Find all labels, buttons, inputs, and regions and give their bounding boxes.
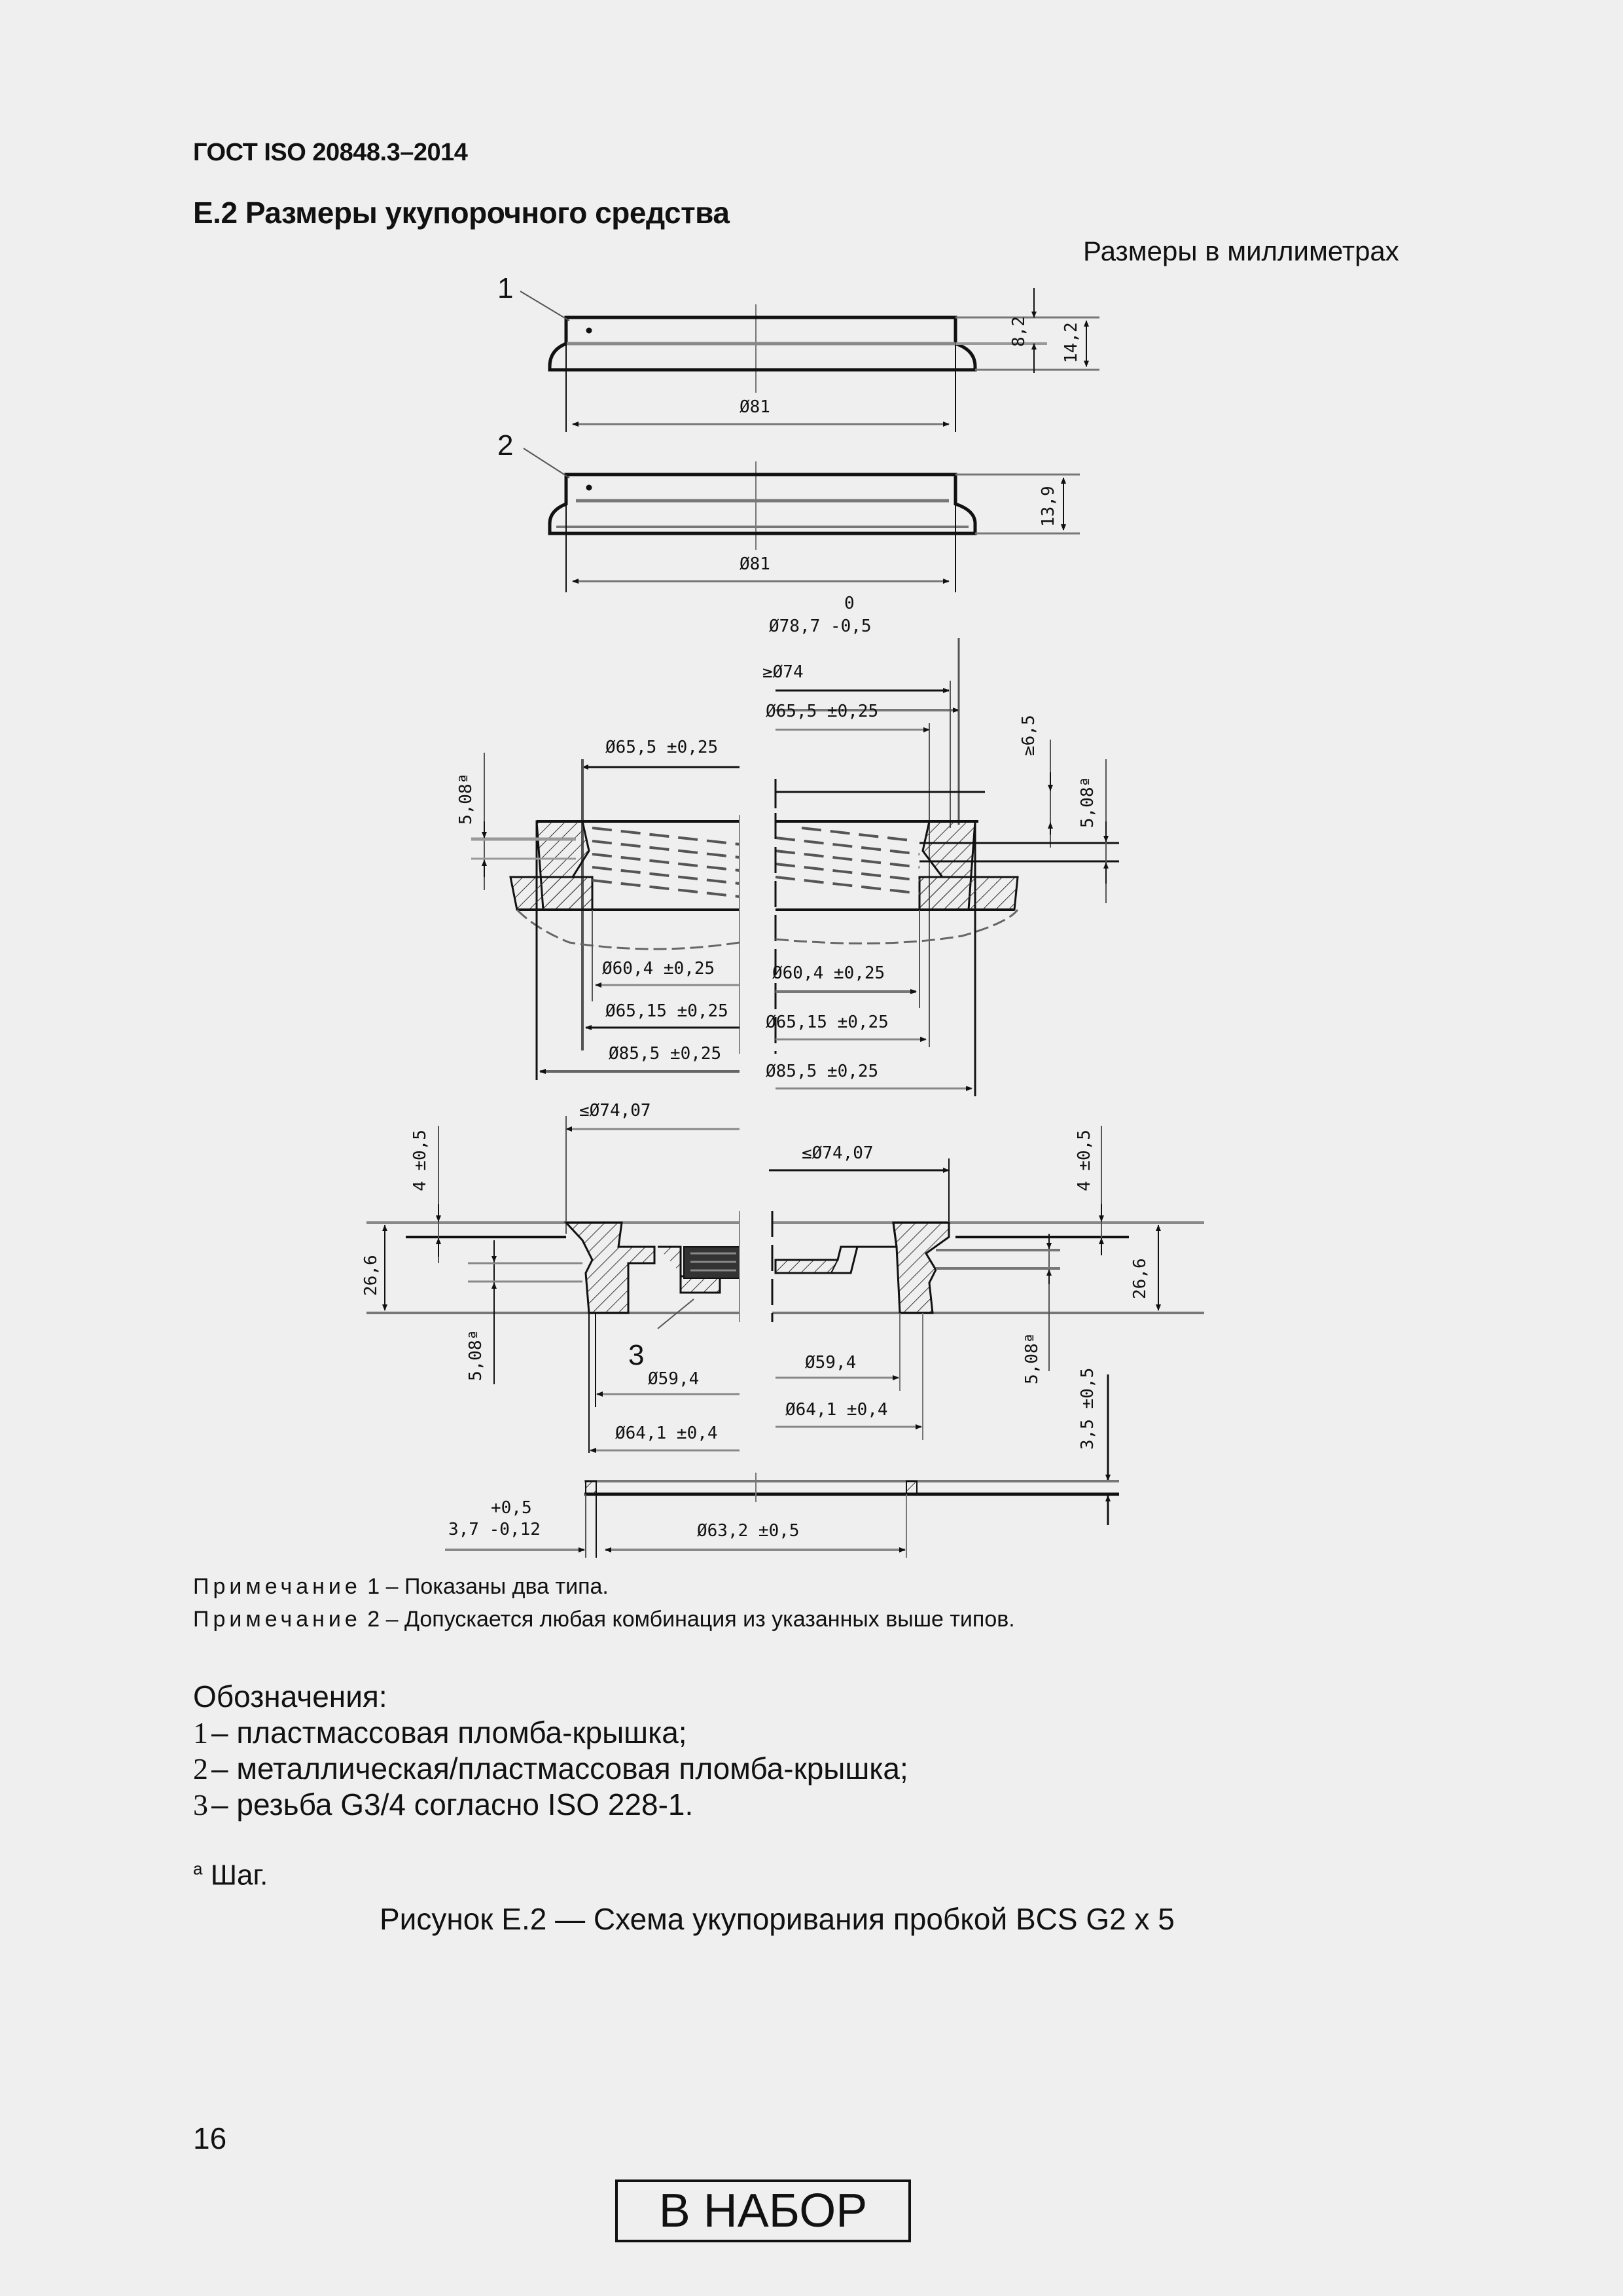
cap1-total-height-label: 14,2 — [1061, 322, 1081, 363]
cap-1-drawing — [520, 288, 1099, 432]
plug-h4-left-label: 4 ±0,5 — [410, 1130, 430, 1191]
neck-d65-5-right-label: Ø65,5 ±0,25 — [766, 702, 878, 721]
plug-d64-1-right-label: Ø64,1 ±0,4 — [785, 1400, 888, 1420]
plug-d64-1-left-label: Ø64,1 ±0,4 — [615, 1424, 718, 1443]
plug-h4-right-label: 4 ±0,5 — [1075, 1130, 1094, 1191]
neck-d60-4-left-label: Ø60,4 ±0,25 — [602, 959, 715, 978]
plug-le74-07-right-label: ≤Ø74,07 — [802, 1143, 874, 1163]
legend-item: 3– резьба G3/4 согласно ISO 228-1. — [193, 1787, 694, 1821]
callout-2: 2 — [497, 429, 513, 461]
section-title: Е.2 Размеры укупорочного средства — [193, 196, 730, 230]
plug-h26-6-right-label: 26,6 — [1130, 1258, 1150, 1299]
cap1-inner-height-label: 8,2 — [1009, 316, 1029, 347]
plug-d59-4-right-label: Ø59,4 — [805, 1353, 856, 1372]
plug-pitch-right-label: 5,08ª — [1022, 1333, 1042, 1384]
neck-d60-4-right-label: Ø60,4 ±0,25 — [772, 963, 885, 983]
neck-d65-5-left-label: Ø65,5 ±0,25 — [605, 738, 718, 757]
page-number: 16 — [193, 2121, 227, 2155]
callout-3: 3 — [628, 1339, 644, 1371]
units-note: Размеры в миллиметрах — [1083, 236, 1399, 266]
neck-ge74-label: ≥Ø74 — [762, 662, 804, 682]
cap-2-drawing — [523, 448, 1080, 592]
plug-d59-4-left-label: Ø59,4 — [648, 1369, 699, 1389]
neck-tol-upper: 0 — [844, 594, 855, 613]
plug-pitch-left-label: 5,08ª — [466, 1330, 486, 1381]
callout-1: 1 — [497, 272, 513, 304]
footnote: a Шаг. — [193, 1859, 268, 1892]
plug-drawing — [366, 1116, 1204, 1453]
legend-item: 2– металлическая/пластмассовая пломба-кр… — [193, 1751, 908, 1785]
neck-d65-15-right-label: Ø65,15 ±0,25 — [766, 1013, 889, 1032]
gasket-thickness-label: 3,7 -0,12 — [448, 1520, 541, 1539]
technical-drawing: 1 Ø81 8,2 14,2 2 Ø81 13,9 — [361, 272, 1204, 1558]
legend-item: 1– пластмассовая пломба-крышка; — [193, 1715, 687, 1749]
cap2-height-label: 13,9 — [1039, 486, 1058, 527]
legend-title: Обозначения: — [193, 1679, 387, 1713]
gasket-drawing — [445, 1374, 1119, 1558]
cap1-diameter-label: Ø81 — [740, 397, 770, 417]
neck-d85-5-right-label: Ø85,5 ±0,25 — [766, 1062, 878, 1081]
gasket-diameter-label: Ø63,2 ±0,5 — [697, 1521, 800, 1541]
neck-d78-7-label: Ø78,7 -0,5 — [769, 617, 872, 636]
plug-h26-6-left-label: 26,6 — [361, 1255, 381, 1296]
neck-pitch-left-label: 5,08ª — [456, 774, 476, 825]
neck-ge6-5-label: ≥6,5 — [1019, 715, 1039, 756]
neck-d85-5-left-label: Ø85,5 ±0,25 — [609, 1044, 721, 1064]
plug-h3-5-label: 3,5 ±0,5 — [1078, 1368, 1097, 1450]
plug-le74-07-left-label: ≤Ø74,07 — [579, 1101, 651, 1121]
cap2-diameter-label: Ø81 — [740, 554, 770, 574]
standard-header: ГОСТ ISO 20848.3–2014 — [193, 139, 468, 166]
neck-d65-15-left-label: Ø65,15 ±0,25 — [605, 1001, 728, 1021]
figure-caption: Рисунок Е.2 — Схема укупоривания пробкой… — [380, 1902, 1175, 1936]
gasket-tol-upper: +0,5 — [491, 1498, 532, 1518]
note-2: Примечание 2 – Допускается любая комбина… — [193, 1607, 1015, 1632]
neck-pitch-right-label: 5,08ª — [1078, 777, 1097, 828]
stamp-box: В НАБОР — [615, 2179, 911, 2242]
neck-drawing — [471, 638, 1119, 1096]
note-1: Примечание 1 – Показаны два типа. — [193, 1574, 609, 1599]
